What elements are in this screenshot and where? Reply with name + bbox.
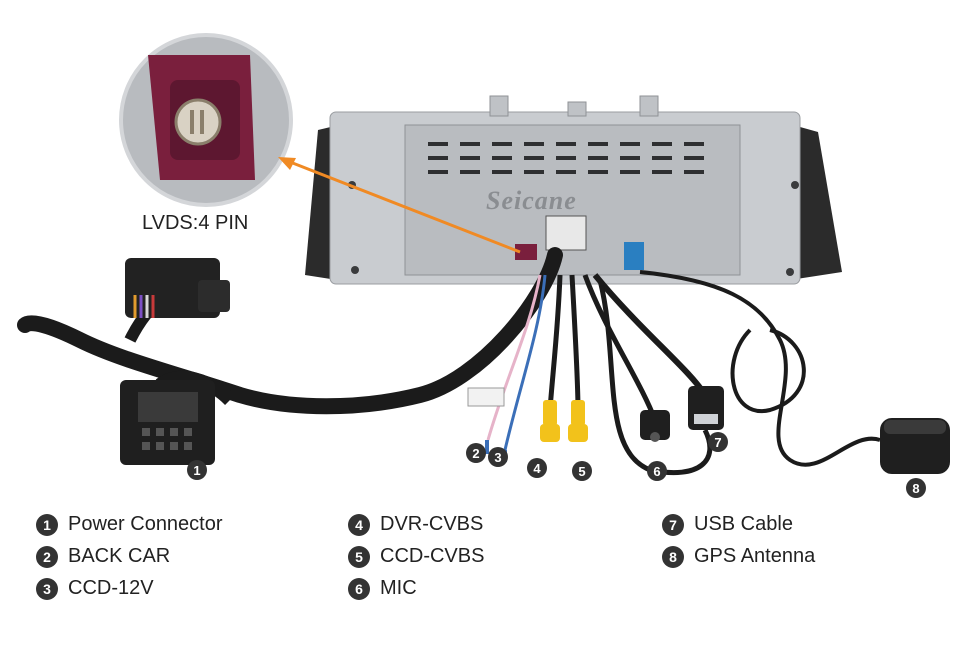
marker-7: 7	[708, 432, 728, 452]
legend-label: BACK CAR	[68, 545, 171, 567]
lvds-port	[515, 244, 537, 260]
lvds-arrow	[284, 158, 521, 254]
usb-port-blue	[624, 242, 644, 270]
harness-connector-upper	[125, 258, 220, 318]
marker-3: 3	[488, 447, 508, 467]
legend-item: 6 MIC	[348, 577, 417, 600]
gps-cable	[639, 270, 881, 467]
marker-1: 1	[187, 460, 207, 480]
legend-label: USB Cable	[694, 513, 793, 535]
marker-4: 4	[527, 458, 547, 478]
legend-item: 4 DVR-CVBS	[348, 513, 483, 536]
legend-number: 6	[348, 577, 370, 600]
legend-number: 3	[36, 577, 58, 600]
legend-item: 5 CCD-CVBS	[348, 545, 484, 568]
mic-jack	[640, 410, 670, 440]
brand-logo-text: Seicane	[486, 186, 577, 215]
vent-slots	[428, 142, 704, 174]
rca-connectors	[540, 400, 588, 442]
legend-number: 2	[36, 545, 58, 568]
legend-number: 7	[662, 513, 684, 536]
legend-item: 7 USB Cable	[662, 513, 793, 536]
legend-label: Power Connector	[68, 513, 223, 535]
legend-number: 1	[36, 513, 58, 536]
legend-number: 4	[348, 513, 370, 536]
legend-number: 5	[348, 545, 370, 568]
legend-label: DVR-CVBS	[380, 513, 484, 535]
legend-label: CCD-CVBS	[380, 545, 485, 567]
legend-label: GPS Antenna	[694, 545, 816, 567]
legend-label: CCD-12V	[68, 577, 154, 599]
lvds-label: LVDS:4 PIN	[142, 212, 249, 234]
main-harness	[17, 247, 563, 415]
legend-item: 1 Power Connector	[36, 513, 223, 536]
legend-number: 8	[662, 545, 684, 568]
legend-label: MIC	[380, 577, 417, 599]
legend-item: 3 CCD-12V	[36, 577, 154, 600]
marker-5: 5	[572, 461, 592, 481]
legend-item: 8 GPS Antenna	[662, 545, 815, 568]
main-port	[545, 215, 587, 251]
legend-item: 2 BACK CAR	[36, 545, 170, 568]
marker-8: 8	[906, 478, 926, 498]
marker-2: 2	[466, 443, 486, 463]
marker-6: 6	[647, 461, 667, 481]
